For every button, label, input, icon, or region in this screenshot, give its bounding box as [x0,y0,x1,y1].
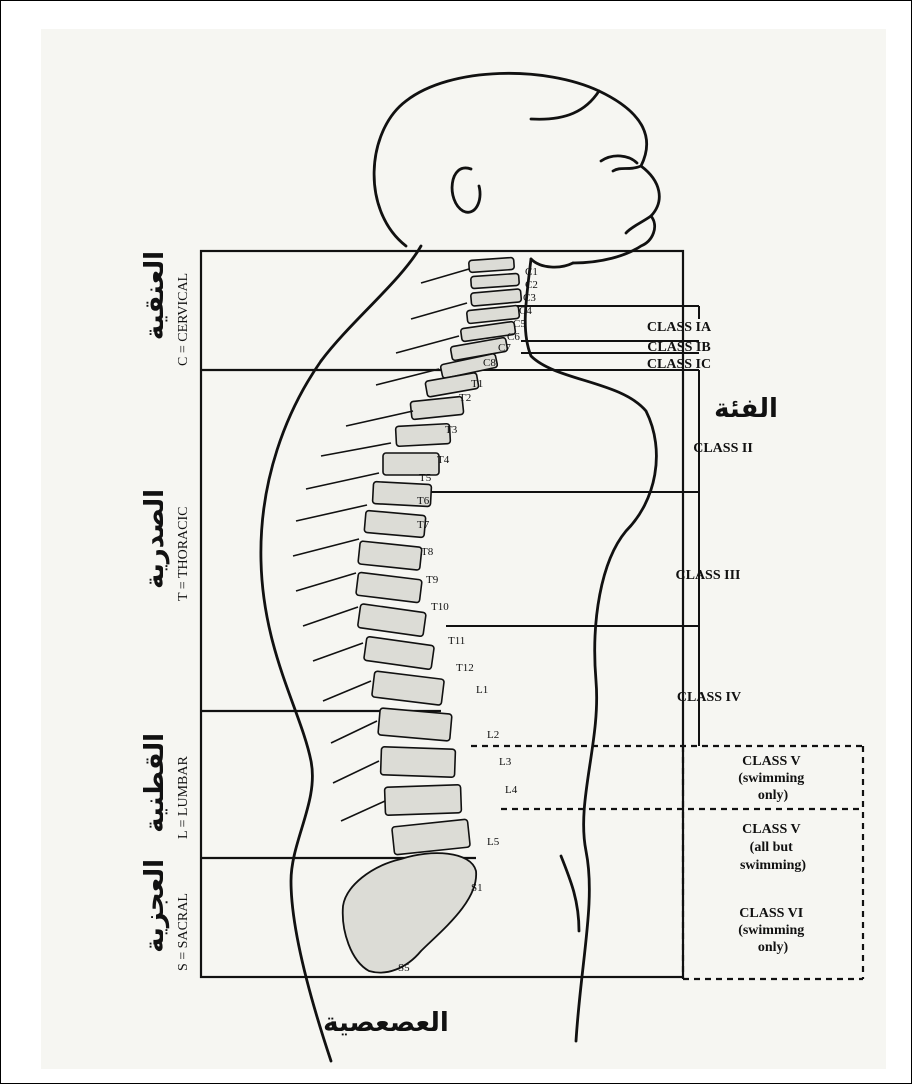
vertebra-label: T5 [419,472,432,484]
vertebra-label: S5 [398,962,410,974]
vertebra-label: T2 [459,392,471,404]
vertebra-label: L1 [476,684,488,696]
arabic-sacral: العجزية [140,859,170,953]
vertebra-label: T11 [448,635,465,647]
vertebra-label: C5 [513,318,526,330]
arabic-lumbar: القطنية [140,733,170,833]
vertebra-label: T7 [417,519,430,531]
vertebra-label: T4 [437,454,450,466]
class-ic-label: CLASS IC [647,357,711,372]
sacral-label: S = SACRAL [176,893,191,971]
arabic-cervical: العنقية [140,251,170,340]
class-iv-label: CLASS IV [677,690,741,705]
vertebra-label: C1 [525,266,538,278]
vertebra-label: L2 [487,729,499,741]
class-ii-label: CLASS II [693,441,753,456]
vertebra-label: C4 [519,305,532,317]
vertebra-label: C2 [525,279,538,291]
cervical-label: C = CERVICAL [176,273,191,366]
vertebra-label: S1 [471,882,483,894]
thoracic-label: T = THORACIC [176,507,191,602]
vertebra-label: T8 [421,546,434,558]
vertebra-label: T12 [456,662,474,674]
lumbar-label: L = LUMBAR [176,756,191,839]
vertebra-label: L4 [505,784,518,796]
class-ib-label: CLASS IB [647,340,710,355]
class-iii-label: CLASS III [676,568,741,583]
vertebra-label: T6 [417,495,430,507]
vertebra-label: T3 [445,424,458,436]
class-ia-label: CLASS IA [647,320,712,335]
arabic-thoracic: الصدرية [140,489,170,589]
vertebra-label: L5 [487,836,500,848]
vertebra-label: C7 [498,342,511,354]
vertebra-label: C3 [523,292,536,304]
vertebra-label: C8 [483,357,496,369]
arabic-class-heading: الفئة [714,394,778,424]
vertebra-label: T1 [471,378,483,390]
vertebra-label: L3 [499,756,512,768]
arabic-coccygeal: العصعصية [323,1008,449,1038]
vertebra-label: T9 [426,574,439,586]
vertebra-label: T10 [431,601,449,613]
